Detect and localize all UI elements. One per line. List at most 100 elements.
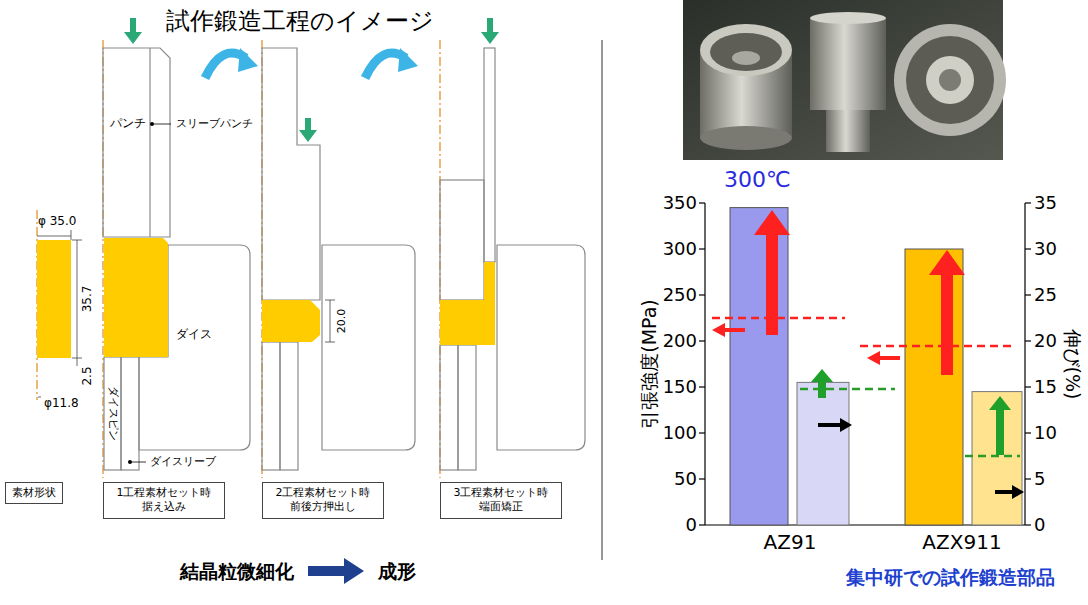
line-shape: [704, 203, 705, 525]
ellipse-shape: [810, 12, 886, 24]
step-arrow-head: [238, 48, 418, 72]
polygon-shape: [818, 418, 852, 432]
workpiece: [262, 300, 320, 342]
label: 300: [663, 239, 697, 260]
polygon-shape: [712, 323, 745, 337]
label: 50: [674, 469, 697, 490]
label: 引張強度(MPa): [639, 299, 661, 428]
label: 150: [663, 377, 697, 398]
label: 200: [663, 331, 697, 352]
ellipse-shape: [700, 24, 792, 76]
label: スリーブパンチ: [176, 118, 253, 131]
label: AZX911: [922, 531, 1001, 554]
bar: [730, 208, 788, 525]
box-text: 3工程素材セット時 端面矯正: [447, 486, 555, 515]
line-shape: [1025, 294, 1031, 295]
process-box: 2工程素材セット時 前後方押出し: [262, 482, 384, 519]
circle-shape: [906, 36, 994, 124]
label: 100: [663, 423, 697, 444]
label: 250: [663, 285, 697, 306]
polygon-shape: [811, 369, 833, 398]
line-shape: [1025, 432, 1031, 433]
rect-shape: [484, 48, 495, 262]
line-shape: [699, 202, 705, 203]
label: 0: [1034, 515, 1045, 536]
process-box: 1工程素材セット時 据え込み: [103, 482, 225, 519]
circle-shape: [926, 56, 974, 104]
tooling-outline: [262, 48, 415, 470]
label: 300℃: [724, 167, 791, 192]
label: 15: [1034, 377, 1057, 398]
ellipse-shape: [732, 51, 760, 65]
line-shape: [38, 397, 41, 398]
polygon-shape: [398, 48, 418, 72]
reference-line: [712, 318, 1020, 456]
polygon-shape: [929, 250, 965, 375]
line-shape: [325, 300, 335, 301]
line-shape: [699, 524, 705, 525]
rect-shape: [810, 18, 886, 110]
label: 350: [663, 193, 697, 214]
label: 成形: [378, 561, 416, 583]
line-shape: [699, 340, 705, 341]
step-arrow: [205, 53, 406, 78]
label: パンチ: [110, 117, 146, 131]
chart-axis: [699, 203, 1031, 525]
polygon-shape: [103, 48, 170, 237]
line-shape: [1025, 386, 1031, 387]
label: 0: [686, 515, 697, 536]
polygon-shape: [754, 210, 790, 335]
leader-line: [132, 462, 146, 463]
line-shape: [965, 455, 1020, 458]
bar: [797, 382, 849, 525]
line-shape: [860, 345, 1015, 348]
label: 35: [1034, 193, 1057, 214]
process-arrow: [308, 558, 364, 584]
line-shape: [77, 240, 78, 358]
box-text: 1工程素材セット時 据え込み: [110, 486, 218, 515]
dimension-line: [37, 230, 82, 397]
line-shape: [37, 236, 71, 237]
path-shape: [497, 245, 585, 450]
change-arrow: [712, 210, 1024, 499]
label: φ11.8: [44, 397, 79, 411]
polygon-shape: [995, 485, 1024, 499]
label: 20: [1034, 331, 1057, 352]
label: 30: [1034, 239, 1057, 260]
bar: [972, 392, 1022, 525]
path-shape: [322, 245, 415, 450]
line-shape: [712, 317, 845, 320]
box-text: 2工程素材セット時 前後方押出し: [269, 486, 377, 515]
rect-shape: [683, 0, 1003, 160]
line-shape: [1025, 340, 1031, 341]
rect-shape: [826, 110, 870, 152]
separator-line: [602, 40, 603, 560]
circle-shape: [894, 24, 1006, 136]
press-arrow: [481, 18, 499, 44]
polygon-shape: [262, 48, 320, 300]
title: 試作鍛造工程のイメージ: [166, 8, 434, 36]
leader-line: [154, 124, 171, 125]
label: 5: [1034, 469, 1045, 490]
press-arrow: [299, 118, 317, 142]
line-shape: [800, 388, 895, 391]
rect-shape: [104, 357, 121, 470]
line-shape: [149, 48, 150, 237]
leader-dot: [150, 122, 154, 126]
line-shape: [1025, 202, 1031, 203]
rect-shape: [458, 345, 476, 470]
label: AZ91: [764, 531, 817, 554]
label: 20.0: [336, 309, 349, 334]
press-arrow: [124, 18, 142, 44]
label: φ 35.0: [38, 215, 76, 229]
line-shape: [77, 358, 78, 366]
process-box: 素材形状: [5, 482, 63, 504]
rect-shape: [440, 180, 484, 300]
billet: [37, 240, 71, 358]
label: 35.7: [81, 286, 95, 313]
part-photo: [683, 0, 1006, 160]
label: 結晶粒微細化: [180, 561, 294, 583]
center-line: [37, 40, 440, 478]
process-box: 3工程素材セット時 端面矯正: [440, 482, 562, 519]
